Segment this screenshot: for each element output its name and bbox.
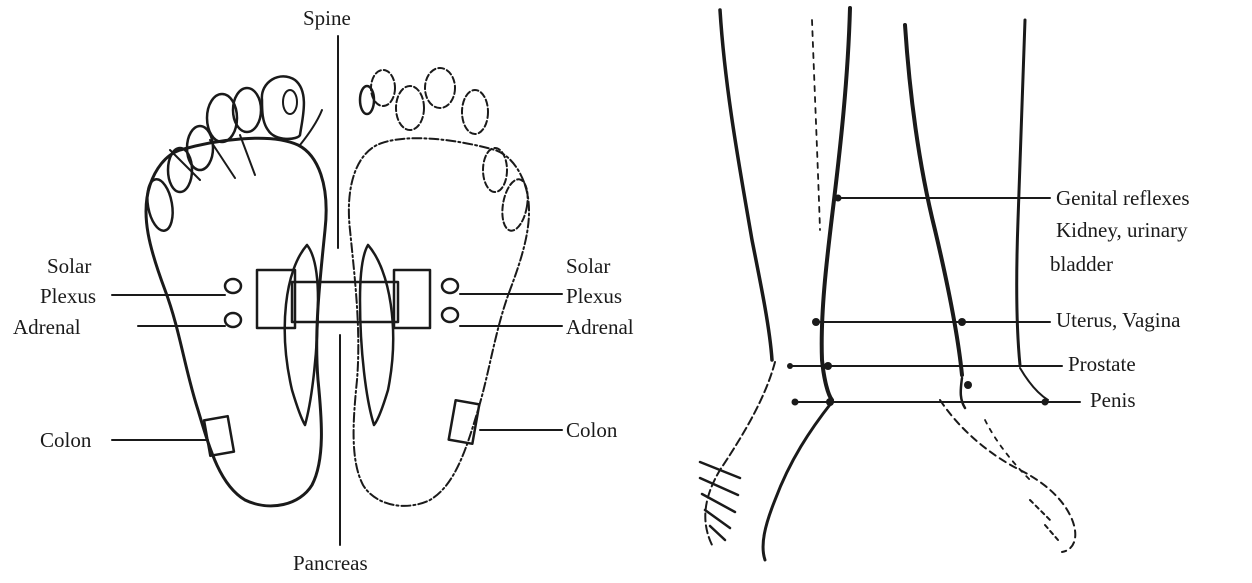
colon-label-left: Colon: [40, 428, 91, 452]
uterus-vagina-label: Uterus, Vagina: [1056, 308, 1180, 332]
solar-label-right: Solar: [566, 254, 610, 278]
solar-label-left: Solar: [47, 254, 91, 278]
colon-label-right: Colon: [566, 418, 617, 442]
genital-reflexes-label: Genital reflexes: [1056, 186, 1190, 210]
penis-label: Penis: [1090, 388, 1136, 412]
right-sole: [349, 68, 531, 506]
ankle-drawing: [700, 8, 1075, 560]
adrenal-label-right: Adrenal: [566, 315, 634, 339]
left-sole: [144, 76, 326, 506]
pancreas-label: Pancreas: [293, 551, 368, 575]
spine-label: Spine: [303, 6, 351, 30]
plexus-label-right: Plexus: [566, 284, 622, 308]
plexus-label-left: Plexus: [40, 284, 96, 308]
adrenal-label-left: Adrenal: [13, 315, 81, 339]
kidney-urinary-label: Kidney, urinary: [1056, 218, 1188, 242]
prostate-label: Prostate: [1068, 352, 1136, 376]
bladder-label: bladder: [1050, 252, 1113, 276]
